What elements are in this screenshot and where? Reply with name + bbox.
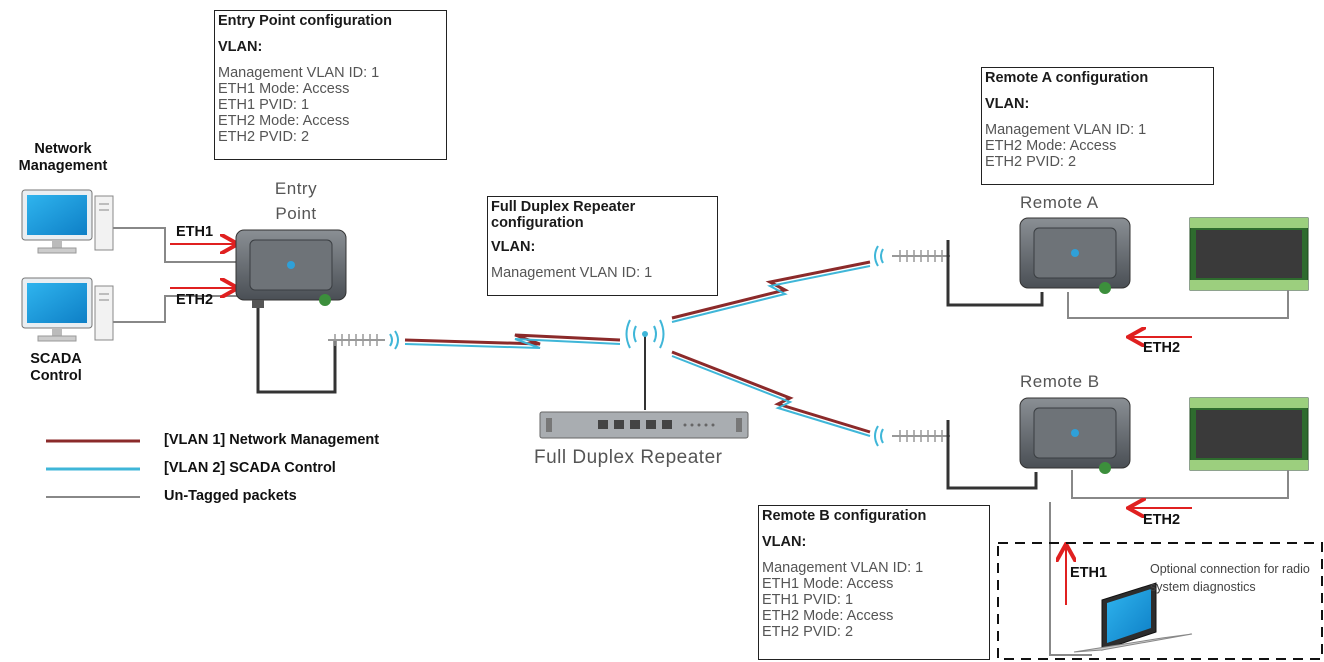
io-module-icon-remote-b [1189,397,1309,471]
optional-connection-label: Optional connection for radio system dia… [1150,562,1310,594]
remote-b-config-vlan: VLAN: [762,534,807,550]
eth2-label-remote-a: ETH2 [1143,340,1181,356]
remote-a-config-line: ETH2 Mode: Access [985,138,1117,154]
entry-config-box: Entry Point configuration VLAN: Manageme… [214,10,447,160]
entry-config-vlan: VLAN: [218,39,263,55]
radio-modem-icon-remote-a [1019,217,1131,294]
link-repeater-remote-a [671,260,871,323]
remote-b-config-line: Management VLAN ID: 1 [762,560,924,576]
repeater-config-line: Management VLAN ID: 1 [491,265,653,281]
remote-a-config-line: ETH2 PVID: 2 [985,154,1077,170]
remote-b-config-line: ETH1 PVID: 1 [762,592,854,608]
wifi-antenna-icon-repeater [625,319,665,410]
remote-b-config-title: Remote B configuration [762,508,927,524]
eth2-label-remote-b: ETH2 [1143,512,1181,528]
remote-b-config-box: Remote B configuration VLAN: Management … [758,505,990,660]
legend-item-vlan1: [VLAN 1] Network Management [164,432,380,448]
remote-a-config-vlan: VLAN: [985,96,1030,112]
remote-b-config-line: ETH1 Mode: Access [762,576,894,592]
repeater-config-vlan: VLAN: [491,239,536,255]
remote-a-config-title: Remote A configuration [985,70,1149,86]
eth1-label-entry: ETH1 [176,224,214,240]
io-module-icon-remote-a [1189,217,1309,291]
laptop-icon [1073,582,1193,653]
repeater-label: Full Duplex Repeater [534,447,723,468]
entry-config-line: ETH2 PVID: 2 [218,129,310,145]
repeater-rack-icon [539,411,749,439]
antenna-icon-remote-a [874,245,950,267]
radio-modem-icon-remote-b [1019,397,1131,474]
eth2-label-entry: ETH2 [176,292,214,308]
entry-config-line: ETH1 Mode: Access [218,81,350,97]
legend-item-untagged: Un-Tagged packets [164,488,297,504]
radio-modem-icon-entry [235,229,347,308]
repeater-config-title: Full Duplex Repeater configuration [491,199,636,231]
entry-config-title: Entry Point configuration [218,13,392,29]
link-entry-repeater [404,333,621,349]
antenna-icon-entry [328,330,399,350]
entry-config-line: Management VLAN ID: 1 [218,65,380,81]
optional-connection-box [997,542,1323,660]
remote-b-label: Remote B [1020,372,1100,391]
repeater-config-box: Full Duplex Repeater configuration VLAN:… [487,196,718,296]
eth1-label-laptop: ETH1 [1070,565,1108,581]
remote-b-config-line: ETH2 Mode: Access [762,608,894,624]
scada-control-label: SCADA Control [30,351,82,384]
entry-config-line: ETH2 Mode: Access [218,113,350,129]
network-management-label: Network Management [18,141,108,174]
antenna-icon-remote-b [874,425,950,447]
legend-item-vlan2: [VLAN 2] SCADA Control [164,460,336,476]
remote-a-config-box: Remote A configuration VLAN: Management … [981,67,1214,185]
computer-icon-network-management [21,189,114,254]
remote-b-config-line: ETH2 PVID: 2 [762,624,854,640]
entry-config-line: ETH1 PVID: 1 [218,97,310,113]
remote-a-config-line: Management VLAN ID: 1 [985,122,1147,138]
remote-a-label: Remote A [1020,193,1099,212]
computer-icon-scada [21,277,114,342]
entry-point-label: Entry Point [274,179,318,223]
link-repeater-remote-b [671,350,871,437]
